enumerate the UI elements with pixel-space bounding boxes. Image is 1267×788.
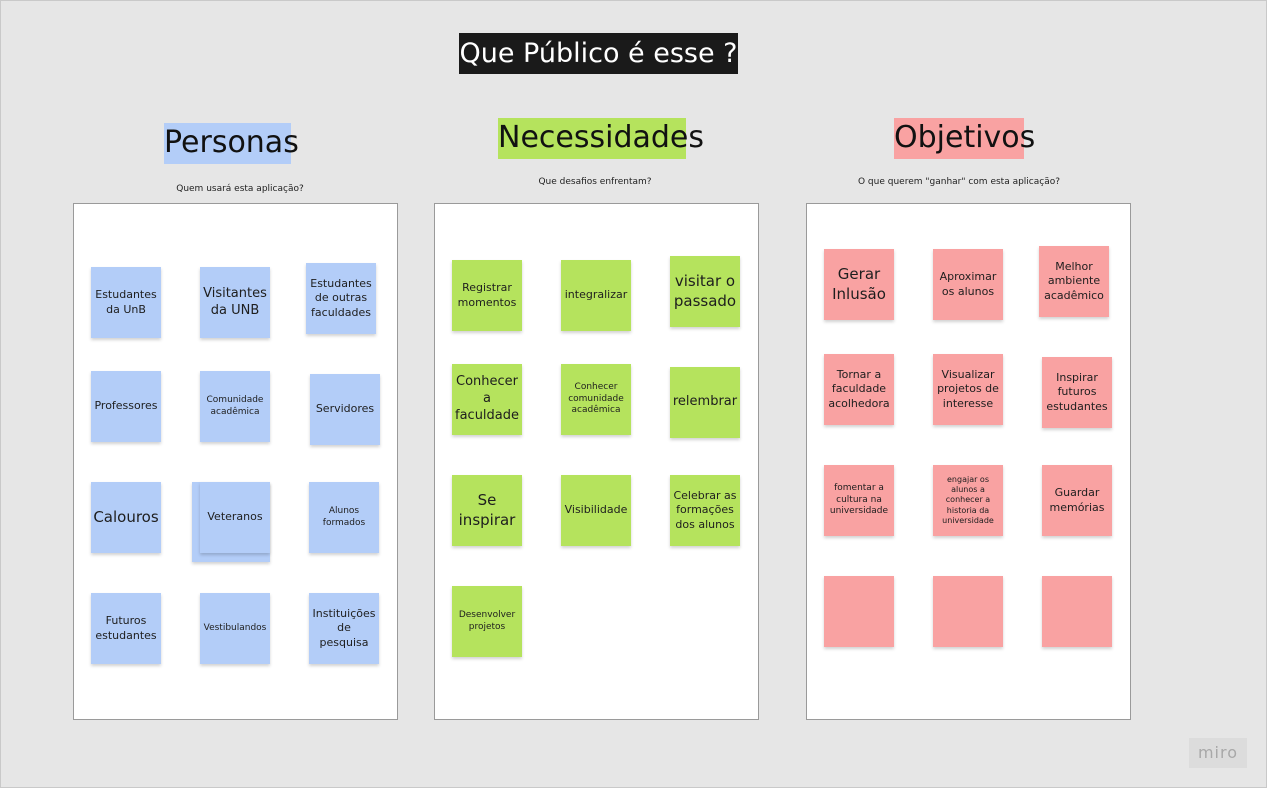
sticky-note[interactable]: Desenvolver projetos <box>452 586 522 657</box>
objetivos-heading[interactable]: Objetivos <box>894 118 1035 159</box>
sticky-note-empty[interactable] <box>933 576 1003 647</box>
personas-subtitle[interactable]: Quem usará esta aplicação? <box>176 184 304 194</box>
sticky-note[interactable]: Inspirar futuros estudantes <box>1042 357 1112 428</box>
sticky-note[interactable]: Futuros estudantes <box>91 593 161 664</box>
sticky-note[interactable]: Celebrar as formações dos alunos <box>670 475 740 546</box>
sticky-note[interactable]: Se inspirar <box>452 475 522 546</box>
sticky-note[interactable]: Servidores <box>310 374 380 445</box>
necessidades-subtitle[interactable]: Que desafios enfrentam? <box>538 177 652 187</box>
sticky-note[interactable]: Conhecer comunidade acadêmica <box>561 364 631 435</box>
sticky-note[interactable]: Melhor ambiente acadêmico <box>1039 246 1109 317</box>
necessidades-heading[interactable]: Necessidades <box>498 118 704 159</box>
sticky-note-empty[interactable] <box>824 576 894 647</box>
sticky-note[interactable]: relembrar <box>670 367 740 438</box>
sticky-note[interactable]: Estudantes da UnB <box>91 267 161 338</box>
sticky-note[interactable]: Veteranos <box>200 482 270 553</box>
sticky-note[interactable]: Calouros <box>91 482 161 553</box>
sticky-note[interactable]: Guardar memórias <box>1042 465 1112 536</box>
sticky-note[interactable]: Tornar a faculdade acolhedora <box>824 354 894 425</box>
sticky-note[interactable]: Professores <box>91 371 161 442</box>
sticky-note[interactable]: Instituições de pesquisa <box>309 593 379 664</box>
sticky-note-empty[interactable] <box>1042 576 1112 647</box>
objetivos-subtitle[interactable]: O que querem "ganhar" com esta aplicação… <box>857 177 1061 187</box>
sticky-note[interactable]: Visibilidade <box>561 475 631 546</box>
personas-heading[interactable]: Personas <box>164 123 299 164</box>
sticky-note[interactable]: Gerar Inlusão <box>824 249 894 320</box>
sticky-note[interactable]: Conhecer a faculdade <box>452 364 522 435</box>
miro-logo: miro <box>1189 738 1247 768</box>
sticky-note[interactable]: engajar os alunos a conhecer a historia … <box>933 465 1003 536</box>
sticky-note[interactable]: Estudantes de outras faculdades <box>306 263 376 334</box>
sticky-note[interactable]: integralizar <box>561 260 631 331</box>
sticky-note[interactable]: Comunidade acadêmica <box>200 371 270 442</box>
sticky-note[interactable]: Aproximar os alunos <box>933 249 1003 320</box>
sticky-note[interactable]: Visitantes da UNB <box>200 267 270 338</box>
sticky-note[interactable]: Vestibulandos <box>200 593 270 664</box>
sticky-note[interactable]: Visualizar projetos de interesse <box>933 354 1003 425</box>
sticky-note[interactable]: Alunos formados <box>309 482 379 553</box>
board-title[interactable]: Que Público é esse ? <box>459 33 738 74</box>
sticky-note[interactable]: Registrar momentos <box>452 260 522 331</box>
sticky-note[interactable]: visitar o passado <box>670 256 740 327</box>
sticky-note[interactable]: fomentar a cultura na universidade <box>824 465 894 536</box>
